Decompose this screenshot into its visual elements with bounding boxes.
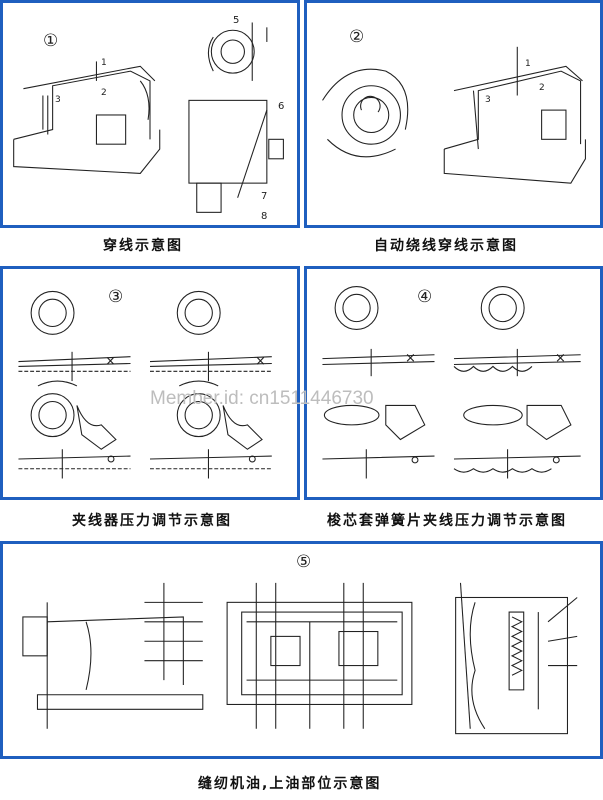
oiling-diagram xyxy=(22,582,578,735)
caption-threading: 穿线示意图 xyxy=(103,238,183,254)
caption-auto-winding: 自动绕线穿线示意图 xyxy=(374,238,518,254)
panel-threading: ① 5 6 7 8 1 2 3 xyxy=(0,0,300,228)
panel-number: ⑤ xyxy=(296,552,312,572)
callout-2: 2 xyxy=(101,88,107,98)
callout-2: 2 xyxy=(539,83,545,93)
panel-number: ① xyxy=(43,31,59,51)
tension-adjust-diagram xyxy=(18,290,272,479)
caption-tension-adjust: 夹线器压力调节示意图 xyxy=(72,513,232,529)
panel-bobbin-case-adjust: ④ × × xyxy=(304,266,603,500)
mark-x: × xyxy=(405,351,416,366)
callout-5: 5 xyxy=(233,15,240,26)
callout-7: 7 xyxy=(261,191,268,202)
callout-6: 6 xyxy=(278,101,285,112)
caption-bobbin-case-adjust: 梭芯套弹簧片夹线压力调节示意图 xyxy=(327,513,567,529)
panel-auto-winding: ② 1 2 3 xyxy=(304,0,603,228)
callout-3: 3 xyxy=(485,95,491,105)
callout-1: 1 xyxy=(525,59,531,69)
panel-number: ④ xyxy=(417,287,433,307)
callout-8: 8 xyxy=(261,211,268,222)
threading-diagram xyxy=(13,22,284,213)
mark-x: × xyxy=(105,354,116,369)
panel-oiling-points: ⑤ xyxy=(0,541,603,759)
callout-3: 3 xyxy=(55,95,61,105)
callout-1: 1 xyxy=(101,58,107,68)
caption-oiling-points: 缝纫机油,上油部位示意图 xyxy=(198,776,382,792)
panel-number: ③ xyxy=(108,287,124,307)
auto-winding-diagram xyxy=(322,46,586,184)
panel-number: ② xyxy=(349,27,365,47)
panel-tension-adjust: ③ × × xyxy=(0,266,300,500)
bobbin-case-diagram xyxy=(322,286,581,479)
mark-x: × xyxy=(255,354,266,369)
mark-x: × xyxy=(555,351,566,366)
